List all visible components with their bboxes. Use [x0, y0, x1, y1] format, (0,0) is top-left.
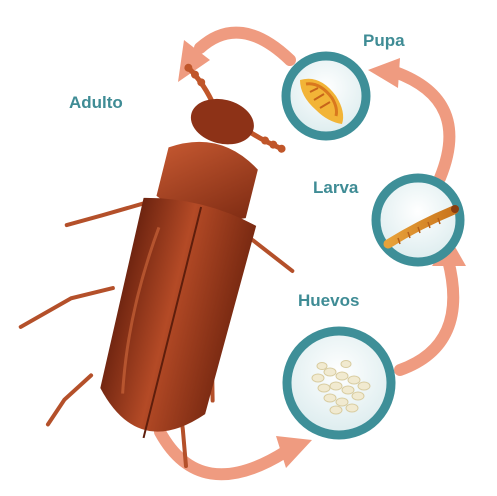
arrow-larva-to-pupa	[368, 58, 449, 178]
larva-stage-circle	[376, 178, 460, 262]
eggs-stage-circle	[287, 331, 391, 435]
huevos-label: Huevos	[298, 291, 359, 311]
pupa-label: Pupa	[363, 31, 405, 51]
adulto-label: Adulto	[69, 93, 123, 113]
pupa-stage-circle	[286, 56, 366, 136]
larva-label: Larva	[313, 178, 358, 198]
